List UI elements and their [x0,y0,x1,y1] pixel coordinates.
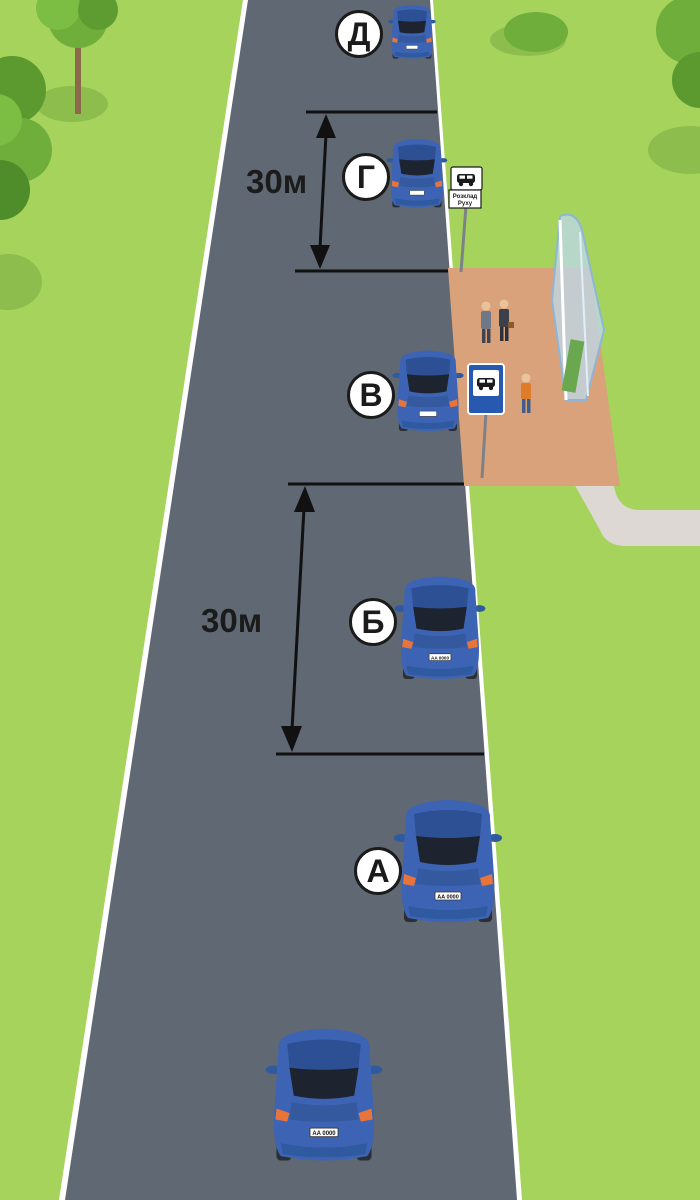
car-a: AA 0000 [393,799,503,923]
timetable-sign: Розклад Руху [448,166,483,273]
arrow-down [310,245,330,269]
pedestrian-single [521,373,531,413]
upper-dimension [295,110,448,273]
tree-right [648,0,700,174]
car-b: AA 0000 [394,576,486,680]
position-badge-a: А [354,847,402,895]
car-v [392,350,464,432]
arrow-up [316,114,336,138]
lower-dimension [276,482,484,756]
timetable-line-1: Розклад [453,194,478,200]
position-badge-v: В [347,371,395,419]
car-main: AA 0000 [265,1028,383,1161]
tree-top-left [36,0,118,122]
position-badge-g: Г [342,153,390,201]
sidewalk-path [572,480,700,546]
position-badge-d: Д [335,10,383,58]
arrow-up [294,486,315,512]
bush-top-right [490,12,568,56]
bus-shelter [550,213,606,401]
car-d [388,4,436,59]
plate-main: AA 0000 [312,1131,336,1137]
distance-label-upper: 30м [246,163,308,200]
plate-a: AA 0000 [437,895,459,901]
tree-left-large [0,56,52,310]
timetable-line-2: Руху [458,201,473,207]
distance-label-lower: 30м [201,602,263,639]
bus-stop-sign [467,363,505,479]
arrow-down [281,726,302,752]
car-g [386,138,448,208]
pedestrians-pair [481,299,514,343]
plate-b: AA 0000 [431,655,449,660]
position-badge-b: Б [349,598,397,646]
